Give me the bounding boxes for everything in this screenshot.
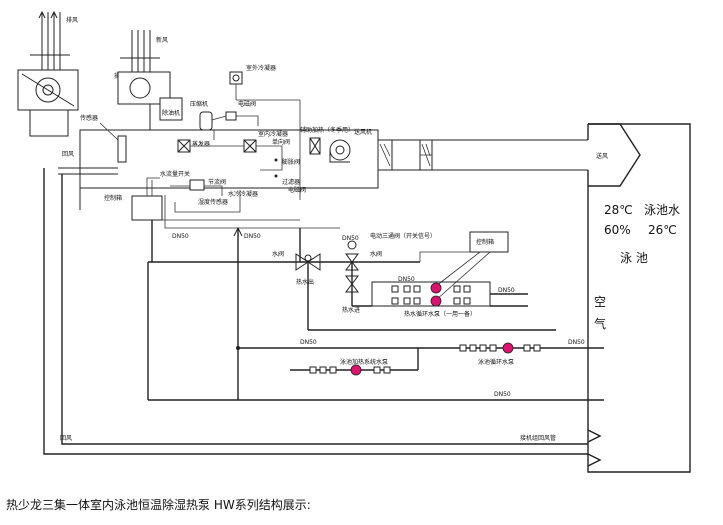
oil-separator-label: 除油机 (162, 109, 180, 117)
pool-circ-pump (502, 342, 514, 354)
dn50-h-label: DN50 (494, 391, 511, 398)
evaporator-label: 蒸发器 (192, 140, 210, 148)
hot-water-pump-label: 热水循环水泵（一用一备） (404, 310, 476, 318)
control-box-right-label: 控制箱 (476, 238, 494, 246)
pool-circ-pump-label: 泳池循环水泵 (478, 358, 514, 366)
exhaust-air-duct (28, 10, 72, 71)
solenoid-valve-2-label: 电磁阀 (288, 186, 306, 194)
expansion-valve-label: 膨胀阀 (282, 158, 300, 166)
hot-water-out-label: 热水出 (296, 278, 314, 286)
control-box-left (131, 195, 163, 221)
indoor-condenser-label: 室内冷凝器 (258, 130, 288, 138)
fresh-air-duct (120, 30, 160, 72)
check-valve-label: 单向阀 (272, 138, 290, 146)
control-box-right (469, 231, 509, 253)
hot-water-pump-2 (430, 295, 442, 307)
pool-temp-label: 28℃ (604, 203, 633, 217)
pool-heat-pump-label: 泳池加热系统水泵 (340, 358, 388, 366)
return-air-label: 回风 (62, 151, 74, 158)
compressor-label: 压缩机 (190, 100, 208, 108)
water-valve-left-label: 水阀 (272, 250, 284, 258)
unit-return-duct-label: 接机组回风管 (520, 434, 556, 442)
three-way-valve-label: 电动三通阀（开关信号） (370, 232, 436, 240)
dn50-c-label: DN50 (342, 235, 359, 242)
air-label-2: 气 (594, 316, 606, 331)
sensor (117, 135, 127, 163)
pool-heat-pump (350, 364, 362, 376)
compressor (199, 111, 213, 131)
air-label-1: 空 (594, 295, 606, 309)
hot-water-in-label: 热水进 (342, 306, 360, 314)
dn50-g-label: DN50 (568, 339, 585, 346)
fresh-air-damper (117, 71, 183, 121)
outdoor-condenser (229, 71, 243, 85)
return-duct-outer (43, 168, 588, 455)
dn50-f-label: DN50 (300, 339, 317, 346)
hot-water-pump-group: DN50 (371, 276, 491, 307)
humidity-label: 60% (604, 223, 631, 237)
caption: 热少龙三集一体室内泳池恒温除湿热泵 HW系列结构展示: (6, 498, 311, 512)
fresh-air-label: 新风 (156, 36, 168, 44)
control-box-left-label: 控制箱 (104, 194, 122, 202)
throttle-valve-label: 节流阀 (208, 178, 226, 186)
air-temp-label: 26℃ (648, 223, 677, 237)
water-cooled-switch-label: 水流量开关 (160, 170, 190, 178)
solenoid-valve-label: 电磁阀 (238, 100, 256, 108)
dn50-a-label: DN50 (172, 233, 189, 240)
dn50-d-label: DN50 (398, 276, 415, 283)
sensor-label: 传感器 (80, 114, 98, 122)
outdoor-condenser-label: 室外冷凝器 (246, 64, 276, 72)
hot-water-pump-1 (430, 282, 442, 294)
humidity-sensor-label: 湿度传感器 (198, 198, 228, 206)
dn50-e-label: DN50 (498, 287, 515, 294)
solenoid-valve (225, 111, 237, 121)
dn50-b-label: DN50 (244, 233, 261, 240)
pool-room (587, 123, 691, 473)
water-valve-right-label: 水阀 (370, 250, 382, 258)
supply-air-label: 送风 (596, 152, 608, 160)
exhaust-air-label: 排风 (66, 16, 78, 24)
pool-heat-pump-group (309, 364, 391, 376)
supply-fan-label: 送风机 (354, 128, 372, 136)
aux-heating-label: 辅助加热（冬季用） (300, 126, 354, 134)
return-duct (61, 174, 588, 445)
water-condenser (189, 179, 205, 191)
supply-fan (329, 139, 351, 163)
pool-label: 泳 池 (620, 251, 648, 265)
filter-label: 过滤器 (282, 178, 300, 186)
water-condenser-label: 水冷冷凝器 (228, 190, 258, 198)
pool-circ-pump-group (459, 342, 541, 354)
pool-water-label: 泳池水 (644, 203, 680, 217)
exhaust-fan-unit (17, 69, 79, 137)
return-air-bottom-label: 回风 (60, 435, 72, 442)
